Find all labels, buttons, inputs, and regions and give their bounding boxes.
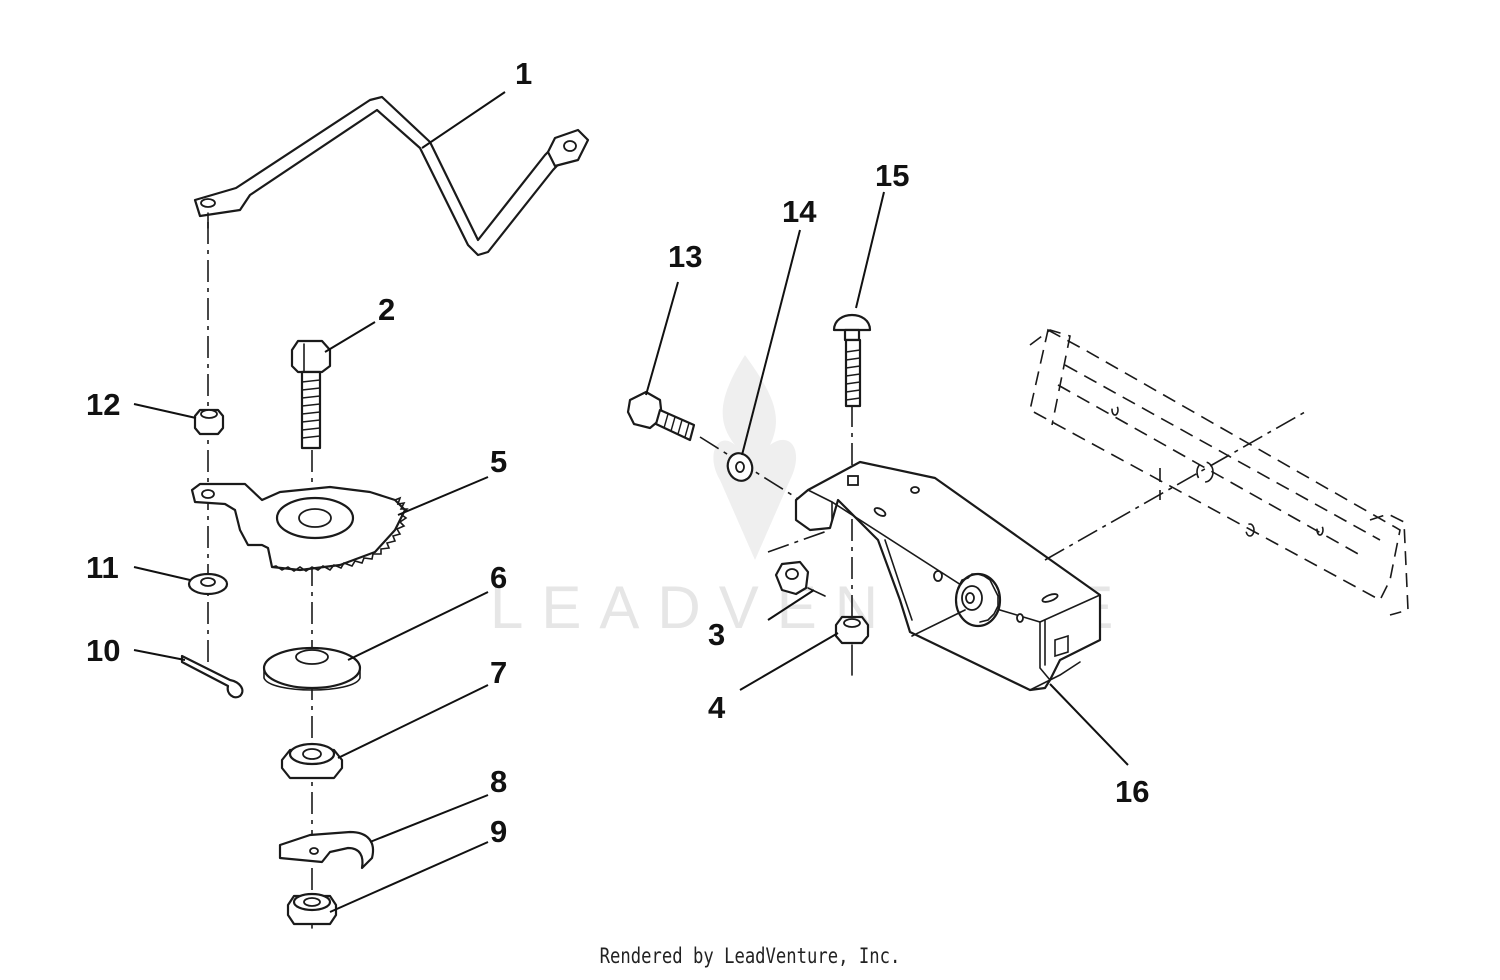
mounting-bracket — [794, 460, 1102, 692]
callout-14: 14 — [782, 194, 817, 229]
callout-labels: 1 2 3 4 5 6 7 8 9 10 11 12 13 14 15 16 — [86, 56, 1149, 849]
nut-small — [193, 408, 225, 436]
callout-15: 15 — [875, 158, 909, 193]
callout-8: 8 — [490, 764, 507, 799]
callout-10: 10 — [86, 633, 120, 668]
hex-bolt — [290, 339, 332, 450]
washer-large — [262, 646, 362, 691]
callout-13: 13 — [668, 239, 702, 274]
callout-6: 6 — [490, 560, 507, 595]
callout-4: 4 — [708, 690, 726, 725]
callout-1: 1 — [515, 56, 532, 91]
render-credit: Rendered by LeadVenture, Inc. — [599, 944, 901, 968]
nut-side — [774, 560, 810, 596]
hex-bolt-horizontal — [626, 390, 696, 442]
phantom-axle — [1029, 328, 1409, 616]
gear-sector — [190, 482, 409, 572]
hex-nut-lower — [286, 892, 338, 926]
callout-3: 3 — [708, 617, 725, 652]
leader-lines — [133, 91, 1129, 913]
washer-small — [187, 572, 229, 596]
nut-lower — [834, 615, 870, 645]
callout-9: 9 — [490, 814, 507, 849]
spring-clip — [278, 830, 375, 870]
hex-nut — [280, 742, 344, 780]
control-rod — [193, 95, 590, 257]
cotter-pin — [180, 654, 244, 699]
washer-flat — [726, 452, 754, 482]
callout-5: 5 — [490, 444, 507, 479]
carriage-bolt — [832, 314, 872, 408]
callout-12: 12 — [86, 387, 120, 422]
callout-7: 7 — [490, 655, 507, 690]
callout-11: 11 — [86, 550, 119, 585]
watermark-flame-icon — [713, 355, 797, 560]
callout-16: 16 — [1115, 774, 1149, 809]
callout-2: 2 — [378, 292, 395, 327]
